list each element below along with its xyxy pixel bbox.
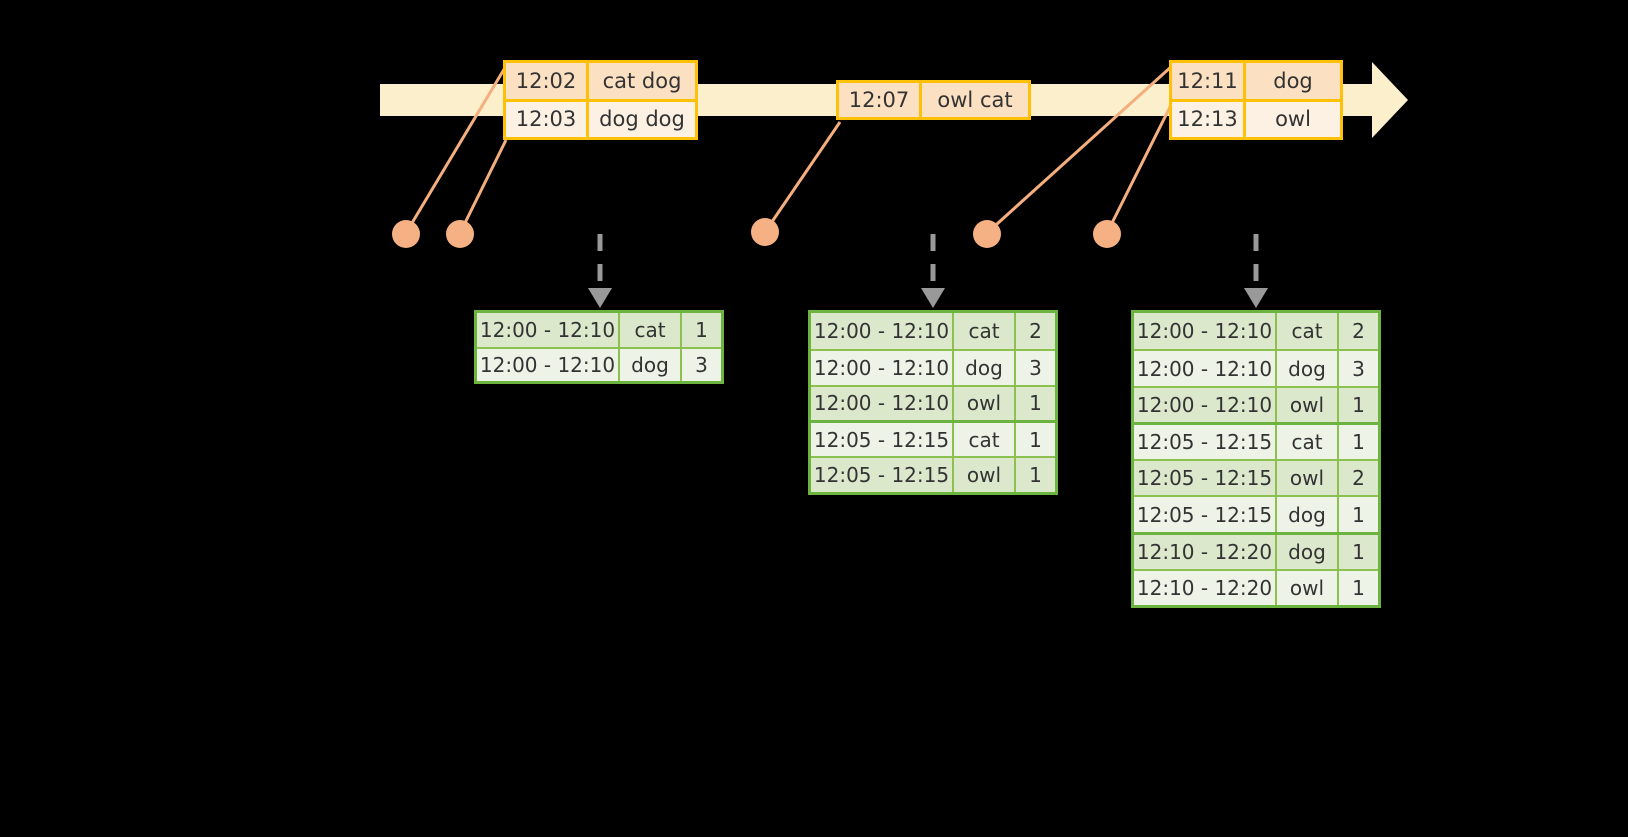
event-time: 12:03 — [506, 101, 589, 137]
event-time: 12:02 — [506, 63, 589, 99]
table-cell-count: 1 — [695, 317, 708, 342]
table-cell-window: 12:10 - 12:20 — [1134, 534, 1277, 569]
table-cell-count: 1 — [1029, 391, 1042, 416]
table-cell-count: 2 — [1029, 318, 1042, 343]
result-table-1[interactable]: 12:00 - 12:10 cat 1 12:00 - 12:10 dog 3 — [474, 310, 724, 384]
table-cell-window: 12:10 - 12:20 — [1134, 570, 1277, 605]
table-cell-count: 1 — [1029, 463, 1042, 488]
table-row[interactable]: 12:00 - 12:10 owl 1 — [1134, 385, 1378, 423]
table-cell-count: 1 — [1352, 575, 1365, 600]
table-row[interactable]: 12:10 - 12:20 dog 1 — [1134, 531, 1378, 569]
table-cell-key: owl — [1277, 387, 1339, 423]
table-cell-key: dog — [1277, 534, 1339, 569]
table-row[interactable]: 12:05 - 12:15 owl 1 — [811, 456, 1055, 493]
table-row[interactable]: 12:00 - 12:10 dog 3 — [1134, 349, 1378, 386]
table-row[interactable]: 12:05 - 12:15 cat 1 — [811, 420, 1055, 457]
table-cell-window: 12:05 - 12:15 — [1134, 460, 1277, 496]
table-cell-count: 1 — [1352, 430, 1365, 455]
event-time: 12:07 — [839, 83, 922, 117]
event-box-3[interactable]: 12:11 dog 12:13 owl — [1169, 60, 1343, 140]
connector-line-5 — [1105, 102, 1174, 234]
event-words: cat dog — [602, 68, 682, 93]
table-cell-count: 3 — [1352, 356, 1365, 381]
table-cell-key: cat — [954, 423, 1016, 457]
table-cell-window: 12:00 - 12:10 — [1134, 313, 1277, 350]
table-cell-window: 12:05 - 12:15 — [811, 423, 954, 457]
table-cell-key: cat — [1277, 425, 1339, 459]
table-cell-key: owl — [1277, 570, 1339, 605]
table-row[interactable]: 12:00 - 12:10 cat 2 — [811, 313, 1055, 349]
dashed-down-arrow-1 — [588, 234, 612, 308]
event-words: owl — [1275, 107, 1311, 132]
table-cell-window: 12:00 - 12:10 — [811, 350, 954, 385]
result-table-2[interactable]: 12:00 - 12:10 cat 2 12:00 - 12:10 dog 3 … — [808, 310, 1058, 495]
connector-line-2 — [458, 139, 508, 234]
result-table-3[interactable]: 12:00 - 12:10 cat 2 12:00 - 12:10 dog 3 … — [1131, 310, 1381, 608]
table-cell-window: 12:00 - 12:10 — [811, 386, 954, 421]
table-cell-key: dog — [1277, 497, 1339, 532]
event-words: dog — [1273, 68, 1313, 93]
table-cell-window: 12:05 - 12:15 — [1134, 425, 1277, 459]
connector-dot-3 — [751, 218, 779, 246]
table-row[interactable]: 12:10 - 12:20 owl 1 — [1134, 568, 1378, 605]
table-cell-key: dog — [954, 350, 1016, 385]
event-words: owl cat — [937, 88, 1013, 112]
table-cell-count: 2 — [1352, 319, 1365, 344]
table-cell-count: 3 — [1029, 355, 1042, 380]
table-row[interactable]: 12:00 - 12:10 owl 1 — [811, 384, 1055, 421]
connector-line-3 — [763, 121, 842, 233]
connector-dot-5 — [1093, 220, 1121, 248]
table-cell-count: 1 — [1029, 427, 1042, 452]
table-cell-window: 12:05 - 12:15 — [811, 458, 954, 493]
connector-dot-2 — [446, 220, 474, 248]
table-cell-window: 12:00 - 12:10 — [811, 313, 954, 349]
table-cell-key: dog — [620, 348, 682, 381]
table-cell-count: 3 — [695, 352, 708, 377]
table-row[interactable]: 12:00 - 12:10 dog 3 — [477, 346, 721, 381]
event-row[interactable]: 12:03 dog dog — [506, 98, 695, 137]
table-row[interactable]: 12:05 - 12:15 dog 1 — [1134, 495, 1378, 532]
table-cell-key: owl — [1277, 460, 1339, 496]
event-row[interactable]: 12:07 owl cat — [839, 83, 1028, 117]
table-cell-window: 12:00 - 12:10 — [1134, 351, 1277, 386]
table-cell-window: 12:00 - 12:10 — [1134, 387, 1277, 423]
table-cell-count: 1 — [1352, 502, 1365, 527]
connector-dot-4 — [973, 220, 1001, 248]
event-row[interactable]: 12:13 owl — [1172, 98, 1340, 137]
event-box-1[interactable]: 12:02 cat dog 12:03 dog dog — [503, 60, 698, 140]
event-row[interactable]: 12:02 cat dog — [506, 63, 695, 99]
table-cell-count: 2 — [1352, 466, 1365, 491]
table-cell-window: 12:05 - 12:15 — [1134, 497, 1277, 532]
table-cell-key: cat — [1277, 313, 1339, 350]
table-row[interactable]: 12:00 - 12:10 dog 3 — [811, 348, 1055, 385]
table-cell-count: 1 — [1352, 393, 1365, 418]
dashed-down-arrow-3 — [1244, 234, 1268, 308]
event-time: 12:11 — [1172, 63, 1246, 99]
table-cell-key: owl — [954, 458, 1016, 493]
table-row[interactable]: 12:00 - 12:10 cat 1 — [477, 313, 721, 347]
table-cell-key: dog — [1277, 351, 1339, 386]
table-cell-window: 12:00 - 12:10 — [477, 313, 620, 347]
table-row[interactable]: 12:00 - 12:10 cat 2 — [1134, 313, 1378, 350]
event-time: 12:13 — [1172, 101, 1246, 137]
table-cell-key: cat — [954, 313, 1016, 349]
connector-dot-1 — [392, 220, 420, 248]
event-row[interactable]: 12:11 dog — [1172, 63, 1340, 99]
dashed-down-arrow-2 — [921, 234, 945, 308]
table-cell-key: cat — [620, 313, 682, 347]
table-row[interactable]: 12:05 - 12:15 cat 1 — [1134, 422, 1378, 459]
event-words: dog dog — [599, 107, 685, 132]
table-cell-window: 12:00 - 12:10 — [477, 348, 620, 381]
table-cell-count: 1 — [1352, 539, 1365, 564]
event-box-2[interactable]: 12:07 owl cat — [836, 80, 1031, 120]
table-cell-key: owl — [954, 386, 1016, 421]
table-row[interactable]: 12:05 - 12:15 owl 2 — [1134, 458, 1378, 496]
